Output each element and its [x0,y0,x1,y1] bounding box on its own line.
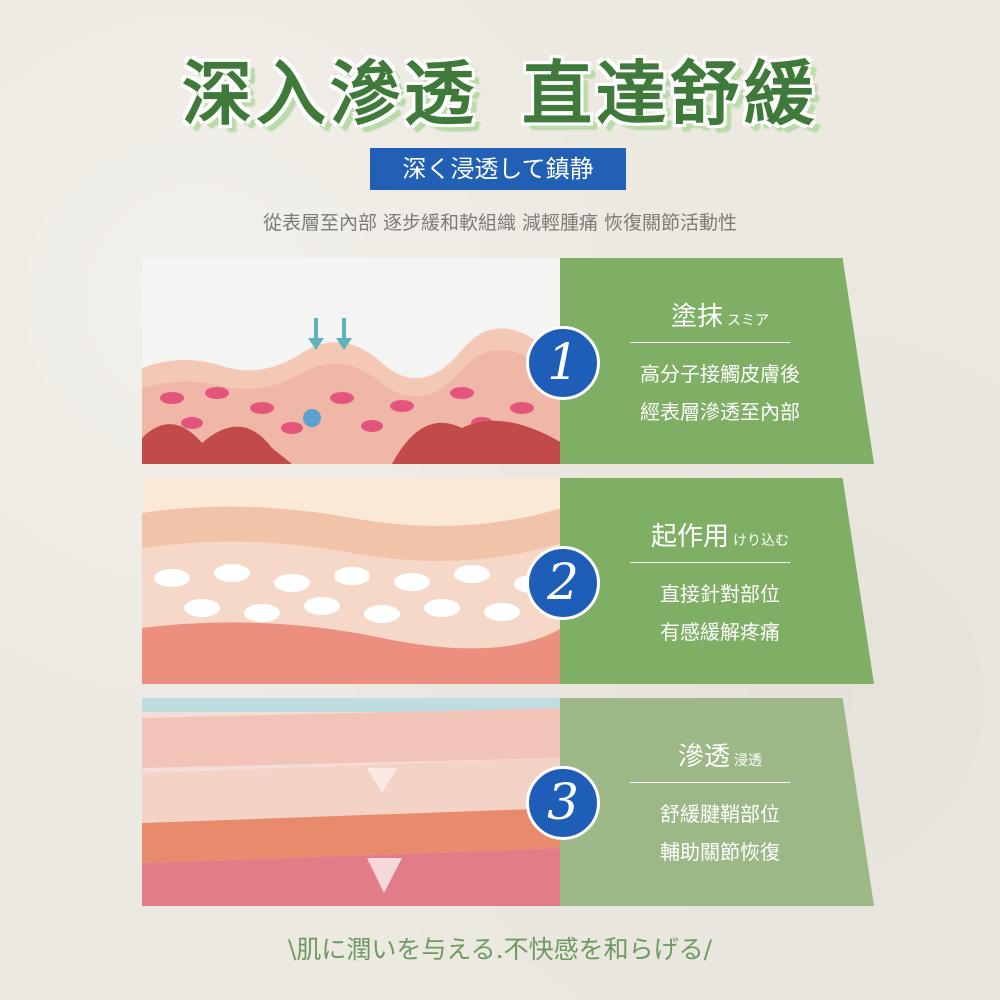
skin-illustration-3 [142,698,562,906]
step-title-jp: 浸透 [734,753,762,769]
title-right: 直達舒緩 [522,52,818,135]
step-line: 有感緩解疼痛 [660,620,780,644]
step-number-badge: 2 [526,546,600,620]
step-line: 直接針對部位 [660,582,780,606]
step-heading: 滲透浸透 [620,736,820,773]
step-heading: 塗抹スミア [620,296,820,333]
step-number-badge: 1 [526,326,600,400]
step-line: 高分子接觸皮膚後 [640,362,800,386]
step-title-jp: スミア [727,313,769,329]
skin-illustration-1 [142,258,562,464]
step-title: 滲透 [677,742,730,772]
step-title: 起作用 [650,522,729,552]
title-left: 深入滲透 [182,52,478,135]
divider [630,562,790,563]
description: 從表層至內部 逐步緩和軟組織 減輕腫痛 恢復關節活動性 [262,212,738,234]
divider [630,342,790,343]
divider [630,782,790,783]
step-line: 輔助關節恢復 [660,840,780,864]
step-heading: 起作用けり込む [620,516,820,553]
step-panel-1: 塗抹スミア 高分子接觸皮膚後 經表層滲透至內部 1 [142,258,874,464]
step-line: 經表層滲透至內部 [640,400,800,424]
step-info-3: 滲透浸透 舒緩腱鞘部位 輔助關節恢復 [560,698,874,906]
subtitle-badge: 深く浸透して鎮静 [370,148,626,190]
step-title-jp: けり込む [733,533,789,549]
step-number-badge: 3 [526,766,600,840]
step-panel-2: 起作用けり込む 直接針對部位 有感緩解疼痛 2 [142,478,874,684]
footer-tagline: \肌に潤いを与える.不快感を和らげる/ [287,935,713,964]
step-info-2: 起作用けり込む 直接針對部位 有感緩解疼痛 [560,478,874,684]
step-info-1: 塗抹スミア 高分子接觸皮膚後 經表層滲透至內部 [560,258,874,464]
page-title: 深入滲透直達舒緩 [0,38,1000,139]
step-panel-3: 滲透浸透 舒緩腱鞘部位 輔助關節恢復 3 [142,698,874,906]
step-line: 舒緩腱鞘部位 [660,802,780,826]
skin-illustration-2 [142,478,562,684]
step-title: 塗抹 [670,302,723,332]
